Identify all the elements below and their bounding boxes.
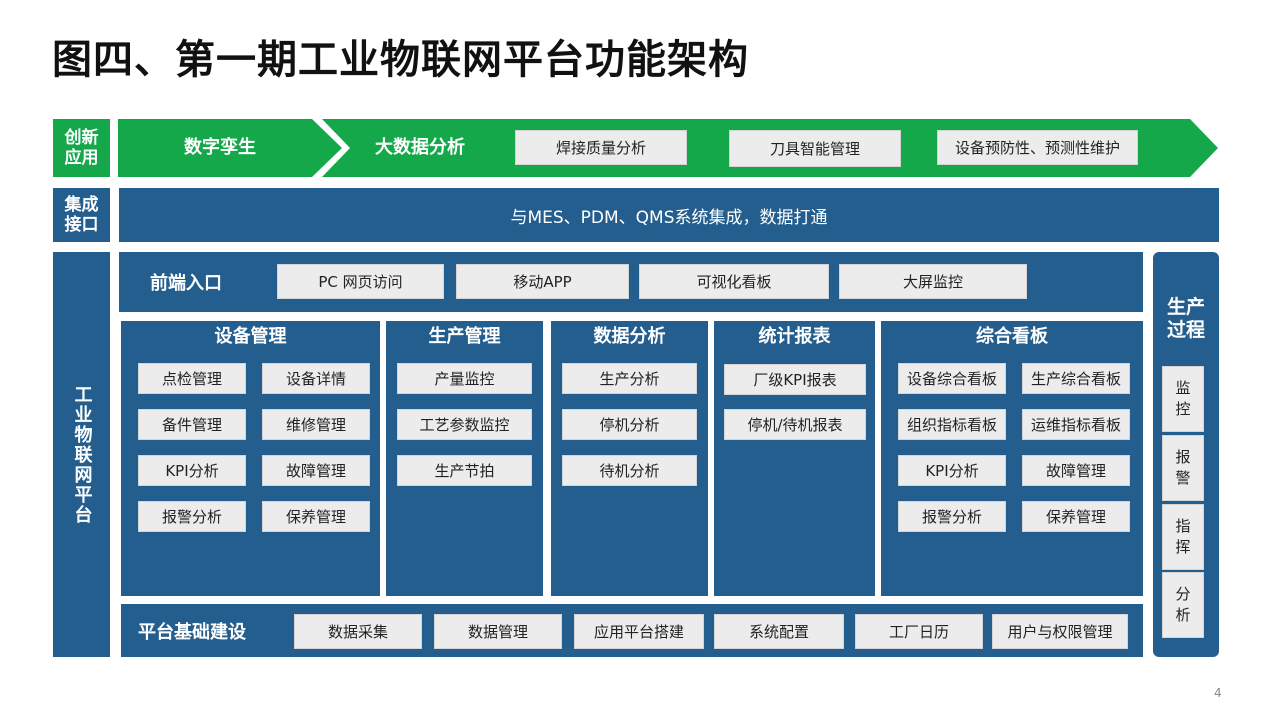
dashboard-item: 组织指标看板: [898, 409, 1006, 440]
analysis-item: 停机分析: [562, 409, 697, 440]
reports-item: 厂级KPI报表: [724, 364, 866, 395]
production-item: 生产节拍: [397, 455, 532, 486]
production-item: 产量监控: [397, 363, 532, 394]
visual-board: 可视化看板: [639, 264, 829, 299]
page-title: 图四、第一期工业物联网平台功能架构: [52, 37, 749, 83]
equipment-item: 保养管理: [262, 501, 370, 532]
dashboard-item: 报警分析: [898, 501, 1006, 532]
equipment-item: 设备详情: [262, 363, 370, 394]
equipment-item: 备件管理: [138, 409, 246, 440]
digital-twin-arrow: [118, 119, 342, 177]
pc-web-access: PC 网页访问: [277, 264, 444, 299]
equipment-item: 报警分析: [138, 501, 246, 532]
dashboard-item: 故障管理: [1022, 455, 1130, 486]
analysis-item: 待机分析: [562, 455, 697, 486]
process-monitor: 监控: [1162, 366, 1204, 432]
equipment-item: 故障管理: [262, 455, 370, 486]
reports-item: 停机/待机报表: [724, 409, 866, 440]
foundation-item: 系统配置: [714, 614, 844, 649]
dashboard-item: 设备综合看板: [898, 363, 1006, 394]
module-equipment-title: 设备管理: [214, 326, 287, 347]
production-item: 工艺参数监控: [397, 409, 532, 440]
integration-text: 与MES、PDM、QMS系统集成，数据打通: [510, 207, 828, 228]
dashboard-item: KPI分析: [898, 455, 1006, 486]
foundation-label: 平台基础建设: [138, 621, 246, 643]
integration-label: 集成接口: [53, 188, 110, 242]
platform-label-panel: 工业物联网平台: [53, 252, 110, 657]
innovation-label: 创新应用: [53, 119, 110, 177]
process-alarm: 报警: [1162, 435, 1204, 501]
process-analysis: 分析: [1162, 572, 1204, 638]
integration-banner: 与MES、PDM、QMS系统集成，数据打通: [119, 188, 1219, 242]
mobile-app: 移动APP: [456, 264, 629, 299]
module-analysis-title: 数据分析: [593, 326, 666, 347]
process-title: 生产过程: [1166, 296, 1205, 341]
foundation-item: 用户与权限管理: [992, 614, 1128, 649]
module-reports: [714, 321, 875, 596]
platform-label: 工业物联网平台: [71, 384, 93, 525]
page-number: 4: [1214, 686, 1222, 700]
foundation-item: 数据管理: [434, 614, 562, 649]
big-data-analysis-label: 大数据分析: [375, 137, 465, 158]
foundation-item: 工厂日历: [855, 614, 983, 649]
process-command: 指挥: [1162, 504, 1204, 570]
module-reports-title: 统计报表: [758, 326, 831, 347]
foundation-item: 应用平台搭建: [574, 614, 704, 649]
equipment-item: 点检管理: [138, 363, 246, 394]
foundation-item: 数据采集: [294, 614, 422, 649]
equipment-item: 维修管理: [262, 409, 370, 440]
module-production-title: 生产管理: [428, 326, 501, 347]
module-dashboard-title: 综合看板: [976, 326, 1048, 347]
predictive-maintenance: 设备预防性、预测性维护: [937, 130, 1138, 165]
equipment-item: KPI分析: [138, 455, 246, 486]
frontend-label: 前端入口: [150, 273, 222, 294]
analysis-item: 生产分析: [562, 363, 697, 394]
big-screen-monitor: 大屏监控: [839, 264, 1027, 299]
welding-quality-analysis: 焊接质量分析: [515, 130, 687, 165]
dashboard-item: 保养管理: [1022, 501, 1130, 532]
tool-smart-management: 刀具智能管理: [729, 130, 901, 167]
digital-twin-label: 数字孪生: [184, 137, 256, 158]
dashboard-item: 运维指标看板: [1022, 409, 1130, 440]
dashboard-item: 生产综合看板: [1022, 363, 1130, 394]
